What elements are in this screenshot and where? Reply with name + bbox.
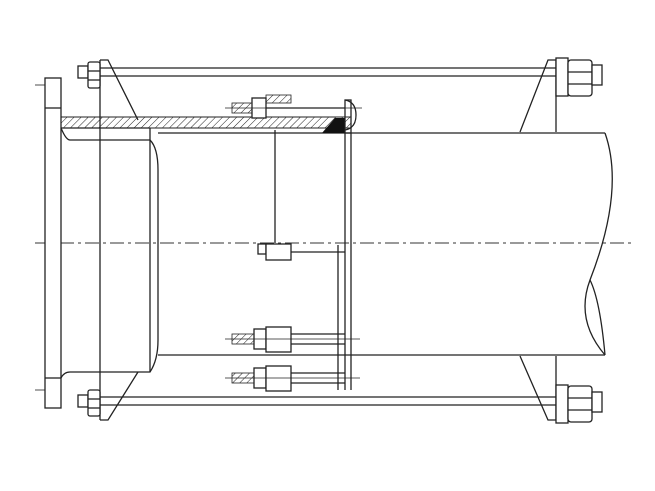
tie-rod-bottom [100,396,560,406]
nut-bottom-left [77,389,101,417]
nut-bottom-right [555,384,603,424]
pipe [158,132,613,356]
gland-bolt-1 [225,94,362,119]
bracket-left [99,59,139,421]
nut-top-right [555,57,603,97]
gland-bolt-3 [225,326,360,353]
nut-top-left [77,61,101,89]
gland-ring [322,99,357,390]
gland-bolt-2 [257,243,345,261]
gland-bolt-4 [225,365,360,392]
bracket-right [519,59,557,421]
flange-plate [35,77,62,409]
tie-rod-top [100,67,560,77]
